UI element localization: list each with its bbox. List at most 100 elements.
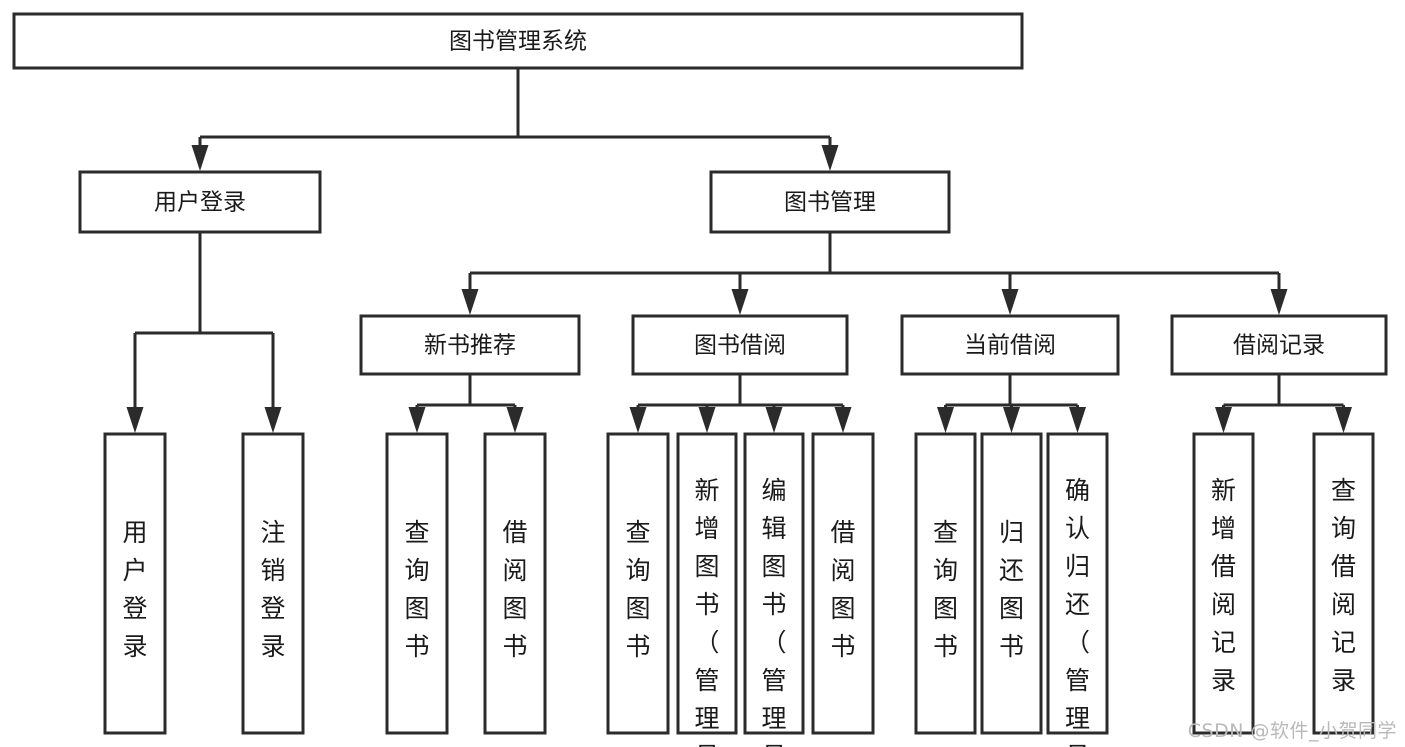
node-box[interactable] (606, 432, 670, 735)
node-label-char: 询 (404, 556, 429, 585)
node-label-char: 阅 (1211, 590, 1236, 619)
node-label-char: 登 (122, 594, 147, 623)
node-label: 图书管理系统 (449, 29, 587, 55)
node-leaf-user-login[interactable]: 用户登录 (103, 432, 167, 735)
node-label-char: 图 (502, 594, 527, 623)
node-book-manage[interactable]: 图书管理 (709, 170, 951, 234)
node-label-char: 编 (761, 476, 786, 505)
node-label-char: 图 (933, 594, 958, 623)
node-label-char: 书 (404, 632, 429, 661)
node-new-book-rec[interactable]: 新书推荐 (359, 314, 581, 376)
arrowhead-icon (1003, 407, 1020, 433)
node-label: 图书管理 (784, 190, 876, 216)
node-label-char: 管 (761, 666, 786, 695)
arrowhead-icon (126, 407, 144, 433)
node-box[interactable] (483, 432, 547, 735)
node-box[interactable] (676, 432, 738, 735)
node-box[interactable] (914, 432, 977, 735)
connector-group (191, 68, 839, 171)
node-box[interactable] (631, 314, 849, 376)
arrowhead-icon (1069, 407, 1086, 433)
arrowhead-icon (821, 145, 839, 171)
node-label-char: 借 (502, 518, 527, 547)
node-label-char: 户 (122, 556, 147, 585)
node-box[interactable] (811, 432, 875, 735)
node-box[interactable] (1170, 314, 1388, 376)
node-label-char: 销 (260, 556, 285, 585)
node-book-borrow[interactable]: 图书借阅 (631, 314, 849, 376)
connector-layer (126, 68, 1352, 433)
node-label-char: 录 (122, 632, 147, 661)
node-label-char: 图 (830, 594, 855, 623)
node-label-char: 新 (694, 476, 719, 505)
node-current-borrow[interactable]: 当前借阅 (900, 314, 1120, 376)
arrowhead-icon (264, 407, 282, 433)
node-borrow-record[interactable]: 借阅记录 (1170, 314, 1388, 376)
node-label-char: 书 (502, 632, 527, 661)
node-label-char: 书 (694, 590, 719, 619)
node-box[interactable] (103, 432, 167, 735)
node-label-char: 归 (999, 518, 1024, 547)
node-label-char: 员 (694, 742, 719, 747)
node-label-char: 记 (1331, 628, 1356, 657)
node-box[interactable] (12, 12, 1024, 70)
node-label-char: 增 (1211, 514, 1236, 543)
node-box[interactable] (743, 432, 805, 735)
node-label-char: 用 (122, 518, 147, 547)
node-label-char: 询 (933, 556, 958, 585)
connector-group (126, 232, 282, 433)
node-label-char: 理 (1065, 704, 1090, 733)
arrowhead-icon (408, 407, 426, 433)
node-label-char: 认 (1065, 514, 1090, 543)
arrowhead-icon (1270, 289, 1288, 315)
node-label-char: 阅 (830, 556, 855, 585)
node-layer: 图书管理系统用户登录图书管理新书推荐图书借阅当前借阅借阅记录用户登录注销登录查询… (12, 12, 1388, 747)
node-label-char: 询 (625, 556, 650, 585)
node-box[interactable] (359, 314, 581, 376)
node-label-char: 阅 (1331, 590, 1356, 619)
node-box[interactable] (241, 432, 305, 735)
node-label-char: 图 (999, 594, 1024, 623)
node-label: 用户登录 (154, 190, 246, 216)
node-label-char: 理 (694, 704, 719, 733)
arrowhead-icon (1335, 407, 1352, 433)
arrowhead-icon (765, 407, 783, 433)
node-box[interactable] (1312, 432, 1375, 735)
node-label-char: 登 (260, 594, 285, 623)
node-root[interactable]: 图书管理系统 (12, 12, 1024, 70)
node-label: 图书借阅 (694, 333, 786, 359)
connector-group (937, 374, 1086, 433)
node-box[interactable] (385, 432, 449, 735)
arrowhead-icon (937, 407, 954, 433)
node-box[interactable] (980, 432, 1043, 735)
node-label-char: 图 (761, 552, 786, 581)
node-label-char: 录 (1331, 666, 1356, 695)
node-box[interactable] (1192, 432, 1255, 735)
node-label-char: 查 (933, 518, 958, 547)
node-label-char: 借 (1211, 552, 1236, 581)
node-label-char: 书 (933, 632, 958, 661)
arrowhead-icon (191, 145, 209, 171)
node-box[interactable] (900, 314, 1120, 376)
node-box[interactable] (709, 170, 951, 234)
node-box[interactable] (1046, 432, 1109, 735)
node-label-char: 书 (999, 632, 1024, 661)
node-label-char: （ (761, 628, 786, 657)
node-box[interactable] (78, 170, 322, 234)
node-user-login[interactable]: 用户登录 (78, 170, 322, 234)
node-label-char: 员 (761, 742, 786, 747)
